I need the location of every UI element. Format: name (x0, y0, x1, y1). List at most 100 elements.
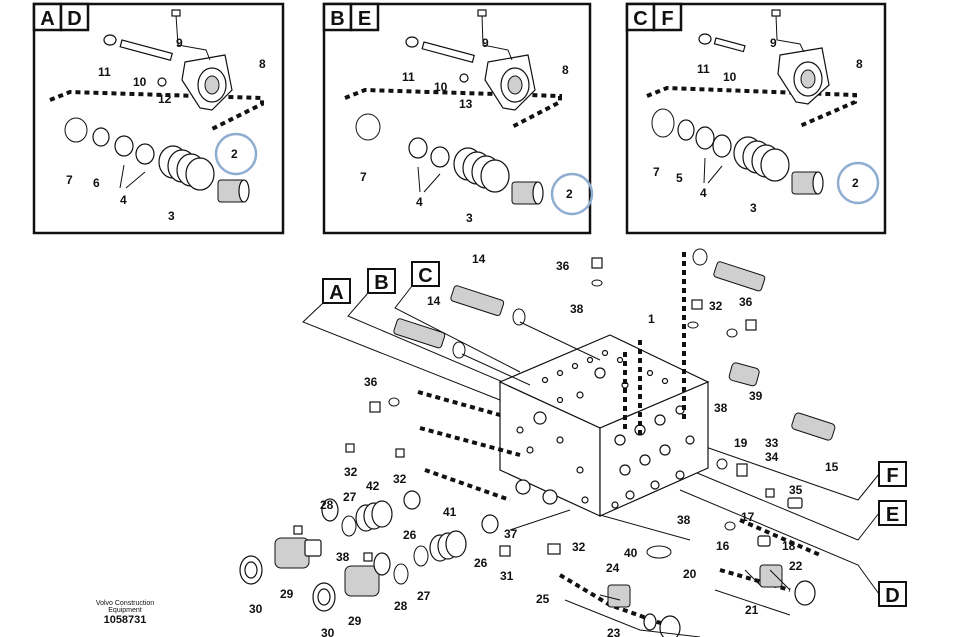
panel-tag: E (358, 8, 371, 30)
highlight-circle (214, 132, 258, 176)
panel-tag: A (40, 8, 54, 30)
part-label: 20 (683, 567, 697, 581)
part-label: 32 (393, 472, 407, 486)
part-label: 25 (536, 592, 550, 606)
lower-left-stack (239, 490, 691, 612)
part-label: 23 (607, 626, 621, 637)
part-label: 11 (697, 62, 710, 76)
part-label: 2 (231, 147, 238, 161)
part-label: 28 (394, 599, 408, 613)
highlight-circle (550, 172, 594, 216)
part-label: 6 (93, 176, 100, 190)
part-label: 11 (402, 70, 415, 84)
part-label: 34 (765, 450, 779, 464)
part-label: 8 (562, 63, 569, 77)
callout-tag: C (418, 265, 432, 287)
part-label: 10 (434, 80, 448, 94)
part-label: 3 (750, 201, 757, 215)
part-label: 27 (417, 589, 431, 603)
part-label: 28 (320, 498, 334, 512)
valve-block (498, 334, 710, 517)
highlight-circle (836, 161, 880, 205)
part-label: 13 (459, 97, 473, 111)
part-label: 3 (466, 211, 473, 225)
part-label: 21 (745, 603, 759, 617)
part-label: 3 (168, 209, 175, 223)
part-label: 32 (709, 299, 723, 313)
part-label: 15 (825, 460, 839, 474)
part-label: 40 (624, 546, 638, 560)
part-label: 9 (770, 36, 777, 50)
part-label: 12 (158, 92, 172, 106)
callout-tag: F (886, 465, 898, 487)
part-label: 10 (723, 70, 737, 84)
part-label: 2 (852, 176, 859, 190)
part-label: 26 (474, 556, 488, 570)
part-label: 27 (343, 490, 357, 504)
part-label: 4 (416, 195, 423, 209)
part-label: 14 (427, 294, 441, 308)
part-label: 41 (443, 505, 457, 519)
cartridge-part (393, 318, 531, 386)
part-label: 7 (360, 170, 367, 184)
cartridge-part (692, 248, 766, 292)
company-name-line2: Equipment (108, 607, 142, 614)
part-label: 31 (500, 569, 514, 583)
part-label: 5 (676, 171, 683, 185)
company-name-line1: Volvo Construction (95, 600, 155, 607)
panel-be: B E 9 8 11 10 13 7 4 3 2 (322, 2, 594, 235)
part-label: 17 (741, 510, 755, 524)
part-label: 33 (765, 436, 779, 450)
panel-tag: D (67, 8, 81, 30)
part-label: 29 (280, 587, 294, 601)
spring-part (158, 145, 215, 191)
part-label: 37 (504, 527, 518, 541)
part-label: 8 (856, 57, 863, 71)
part-label: 39 (749, 389, 763, 403)
part-label: 36 (556, 259, 570, 273)
part-label: 7 (653, 165, 660, 179)
part-label: 8 (259, 57, 266, 71)
panel-cf: C F 9 8 11 10 7 5 4 3 2 (625, 2, 887, 235)
part-label: 36 (364, 375, 378, 389)
part-label: 30 (321, 626, 335, 637)
part-label: 10 (133, 75, 147, 89)
callout-tag: A (329, 282, 343, 304)
part-label: 16 (716, 539, 730, 553)
part-label: 32 (344, 465, 358, 479)
callout-tag: E (886, 504, 899, 526)
part-label: 26 (403, 528, 417, 542)
part-label: 22 (789, 559, 803, 573)
part-label: 19 (734, 436, 748, 450)
part-label: 7 (66, 173, 73, 187)
main-assembly: A B C F E D (239, 248, 907, 637)
part-label: 30 (249, 602, 263, 616)
panel-tag: F (661, 8, 673, 30)
panel-tag: B (330, 8, 344, 30)
part-label: 9 (482, 36, 489, 50)
part-label: 2 (566, 187, 573, 201)
cartridge-part (450, 285, 601, 361)
part-label: 38 (570, 302, 584, 316)
part-label: 9 (176, 36, 183, 50)
part-label: 18 (782, 539, 796, 553)
part-label: 35 (789, 483, 803, 497)
part-label: 4 (700, 186, 707, 200)
part-label: 4 (120, 193, 127, 207)
part-label: 24 (606, 561, 620, 575)
drawing-number: 1058731 (103, 614, 147, 626)
part-label: 11 (98, 65, 111, 79)
part-label: 32 (572, 540, 586, 554)
part-label: 38 (677, 513, 691, 527)
footer-block: Volvo Construction Equipment 1058731 (80, 600, 170, 626)
panel-ad: A D 9 8 11 10 12 7 6 (32, 2, 285, 235)
callout-tag: D (885, 585, 899, 607)
part-label: 38 (336, 550, 350, 564)
part-label: 29 (348, 614, 362, 628)
callout-tag: B (374, 272, 388, 294)
part-label: 38 (714, 401, 728, 415)
part-label: 42 (366, 479, 380, 493)
panel-tag: C (633, 8, 647, 30)
